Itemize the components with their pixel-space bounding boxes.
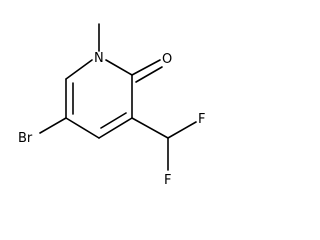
atom-label-nitrogen: N — [94, 51, 104, 66]
atom-labels: N O Br F F — [18, 51, 205, 188]
bond-c2-o — [131, 59, 161, 76]
atom-label-bromine: Br — [18, 131, 33, 146]
bond-c3-c4 — [98, 117, 133, 139]
bonds — [39, 23, 197, 171]
chemical-structure-diagram: N O Br F F — [18, 23, 205, 188]
bond-c4-c5 — [65, 117, 100, 139]
bond-n1-c2 — [105, 59, 133, 76]
bond-chf2-f1 — [167, 121, 197, 139]
bond-c6-n1 — [65, 59, 93, 80]
bond-c3-c4-double — [100, 112, 127, 129]
bond-c5-br — [39, 117, 67, 134]
bond-c3-chf2 — [131, 117, 169, 139]
atom-label-oxygen: O — [162, 52, 172, 67]
atom-label-fluorine-1: F — [198, 112, 205, 127]
atom-label-fluorine-2: F — [164, 173, 171, 188]
bond-c2-o-double — [135, 66, 163, 83]
